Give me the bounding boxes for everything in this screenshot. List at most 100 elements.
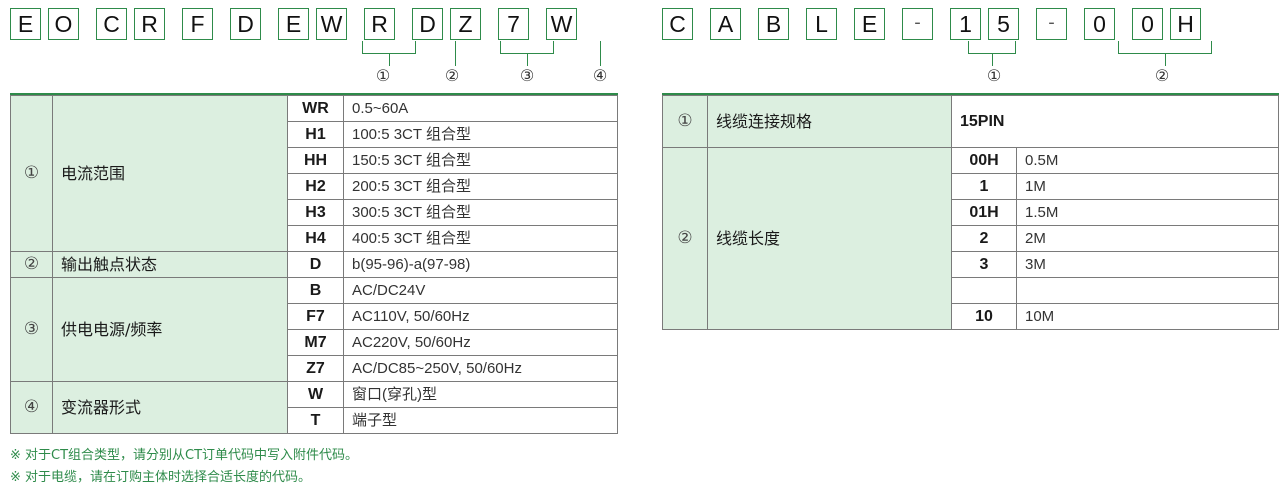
desc-cell: 1.5M (1016, 199, 1279, 226)
right-code-char-1: A (710, 8, 741, 40)
desc-cell: AC/DC24V (343, 277, 618, 304)
bracket-stem-r1 (992, 54, 993, 66)
code-cell: WR (287, 95, 344, 122)
right-code-char-11: H (1170, 8, 1201, 40)
code-cell: D (287, 251, 344, 278)
marker-2: ② (444, 66, 460, 85)
bracket-stem-r2 (1165, 54, 1166, 66)
bracket-r1 (968, 41, 1016, 54)
code-cell: M7 (287, 329, 344, 356)
left-table-top-rule (10, 93, 618, 95)
bracket-r2 (1118, 41, 1212, 54)
desc-cell: AC/DC85~250V, 50/60Hz (343, 355, 618, 382)
code-cell: H1 (287, 121, 344, 148)
code-cell: Z7 (287, 355, 344, 382)
desc-cell: 300:5 3CT 组合型 (343, 199, 618, 226)
right-code-char-7: 5 (988, 8, 1019, 40)
bracket-stem-2 (455, 41, 456, 66)
code-cell: H3 (287, 199, 344, 226)
desc-cell: 1M (1016, 173, 1279, 200)
code-cell: 3 (951, 251, 1017, 278)
code-cell: T (287, 407, 344, 434)
bracket-stem-3 (527, 54, 528, 66)
desc-cell (1016, 277, 1279, 304)
desc-cell: AC220V, 50/60Hz (343, 329, 618, 356)
code-cell: H2 (287, 173, 344, 200)
desc-cell: 2M (1016, 225, 1279, 252)
desc-cell: b(95-96)-a(97-98) (343, 251, 618, 278)
bracket-1 (362, 41, 416, 54)
left-code-char-7: W (316, 8, 347, 40)
code-cell: 1 (951, 173, 1017, 200)
code-cell: 2 (951, 225, 1017, 252)
left-code-char-12: W (546, 8, 577, 40)
left-code-char-4: F (182, 8, 213, 40)
group-label: 变流器形式 (52, 381, 288, 434)
code-cell: F7 (287, 303, 344, 330)
left-code-char-6: E (278, 8, 309, 40)
code-cell: W (287, 381, 344, 408)
value-cell: 15PIN (951, 95, 1279, 148)
group-number: ① (662, 95, 708, 148)
marker-3: ③ (519, 66, 535, 85)
right-code-char-4: E (854, 8, 885, 40)
desc-cell: AC110V, 50/60Hz (343, 303, 618, 330)
group-number: ③ (10, 277, 53, 382)
group-number: ② (10, 251, 53, 278)
code-cell: H4 (287, 225, 344, 252)
right-code-char-0: C (662, 8, 693, 40)
right-table-top-rule (662, 93, 1279, 95)
right-code-char-10: 0 (1132, 8, 1163, 40)
desc-cell: 200:5 3CT 组合型 (343, 173, 618, 200)
desc-cell: 端子型 (343, 407, 618, 434)
group-label: 电流范围 (52, 95, 288, 252)
left-code-char-2: C (96, 8, 127, 40)
left-code-char-8: R (364, 8, 395, 40)
note-ct: ※ 对于CT组合类型，请分别从CT订单代码中写入附件代码。 (10, 448, 359, 463)
marker-r2: ② (1154, 66, 1170, 85)
marker-4: ④ (592, 66, 608, 85)
group-label: 线缆连接规格 (707, 95, 952, 148)
code-cell: 00H (951, 147, 1017, 174)
left-code-char-1: O (48, 8, 79, 40)
group-number: ② (662, 147, 708, 330)
right-code-char-9: 0 (1084, 8, 1115, 40)
desc-cell: 0.5M (1016, 147, 1279, 174)
desc-cell: 窗口(穿孔)型 (343, 381, 618, 408)
group-number: ① (10, 95, 53, 252)
marker-r1: ① (986, 66, 1002, 85)
code-cell: HH (287, 147, 344, 174)
code-cell: B (287, 277, 344, 304)
left-code-char-0: E (10, 8, 41, 40)
right-code-char-3: L (806, 8, 837, 40)
code-cell: 01H (951, 199, 1017, 226)
left-code-char-5: D (230, 8, 261, 40)
marker-1: ① (375, 66, 391, 85)
left-code-char-11: 7 (498, 8, 529, 40)
left-code-char-3: R (134, 8, 165, 40)
group-label: 供电电源/频率 (52, 277, 288, 382)
right-code-char-5: - (902, 8, 933, 40)
bracket-3 (500, 41, 554, 54)
desc-cell: 3M (1016, 251, 1279, 278)
code-cell: 10 (951, 303, 1017, 330)
desc-cell: 150:5 3CT 组合型 (343, 147, 618, 174)
desc-cell: 0.5~60A (343, 95, 618, 122)
group-label: 输出触点状态 (52, 251, 288, 278)
desc-cell: 400:5 3CT 组合型 (343, 225, 618, 252)
